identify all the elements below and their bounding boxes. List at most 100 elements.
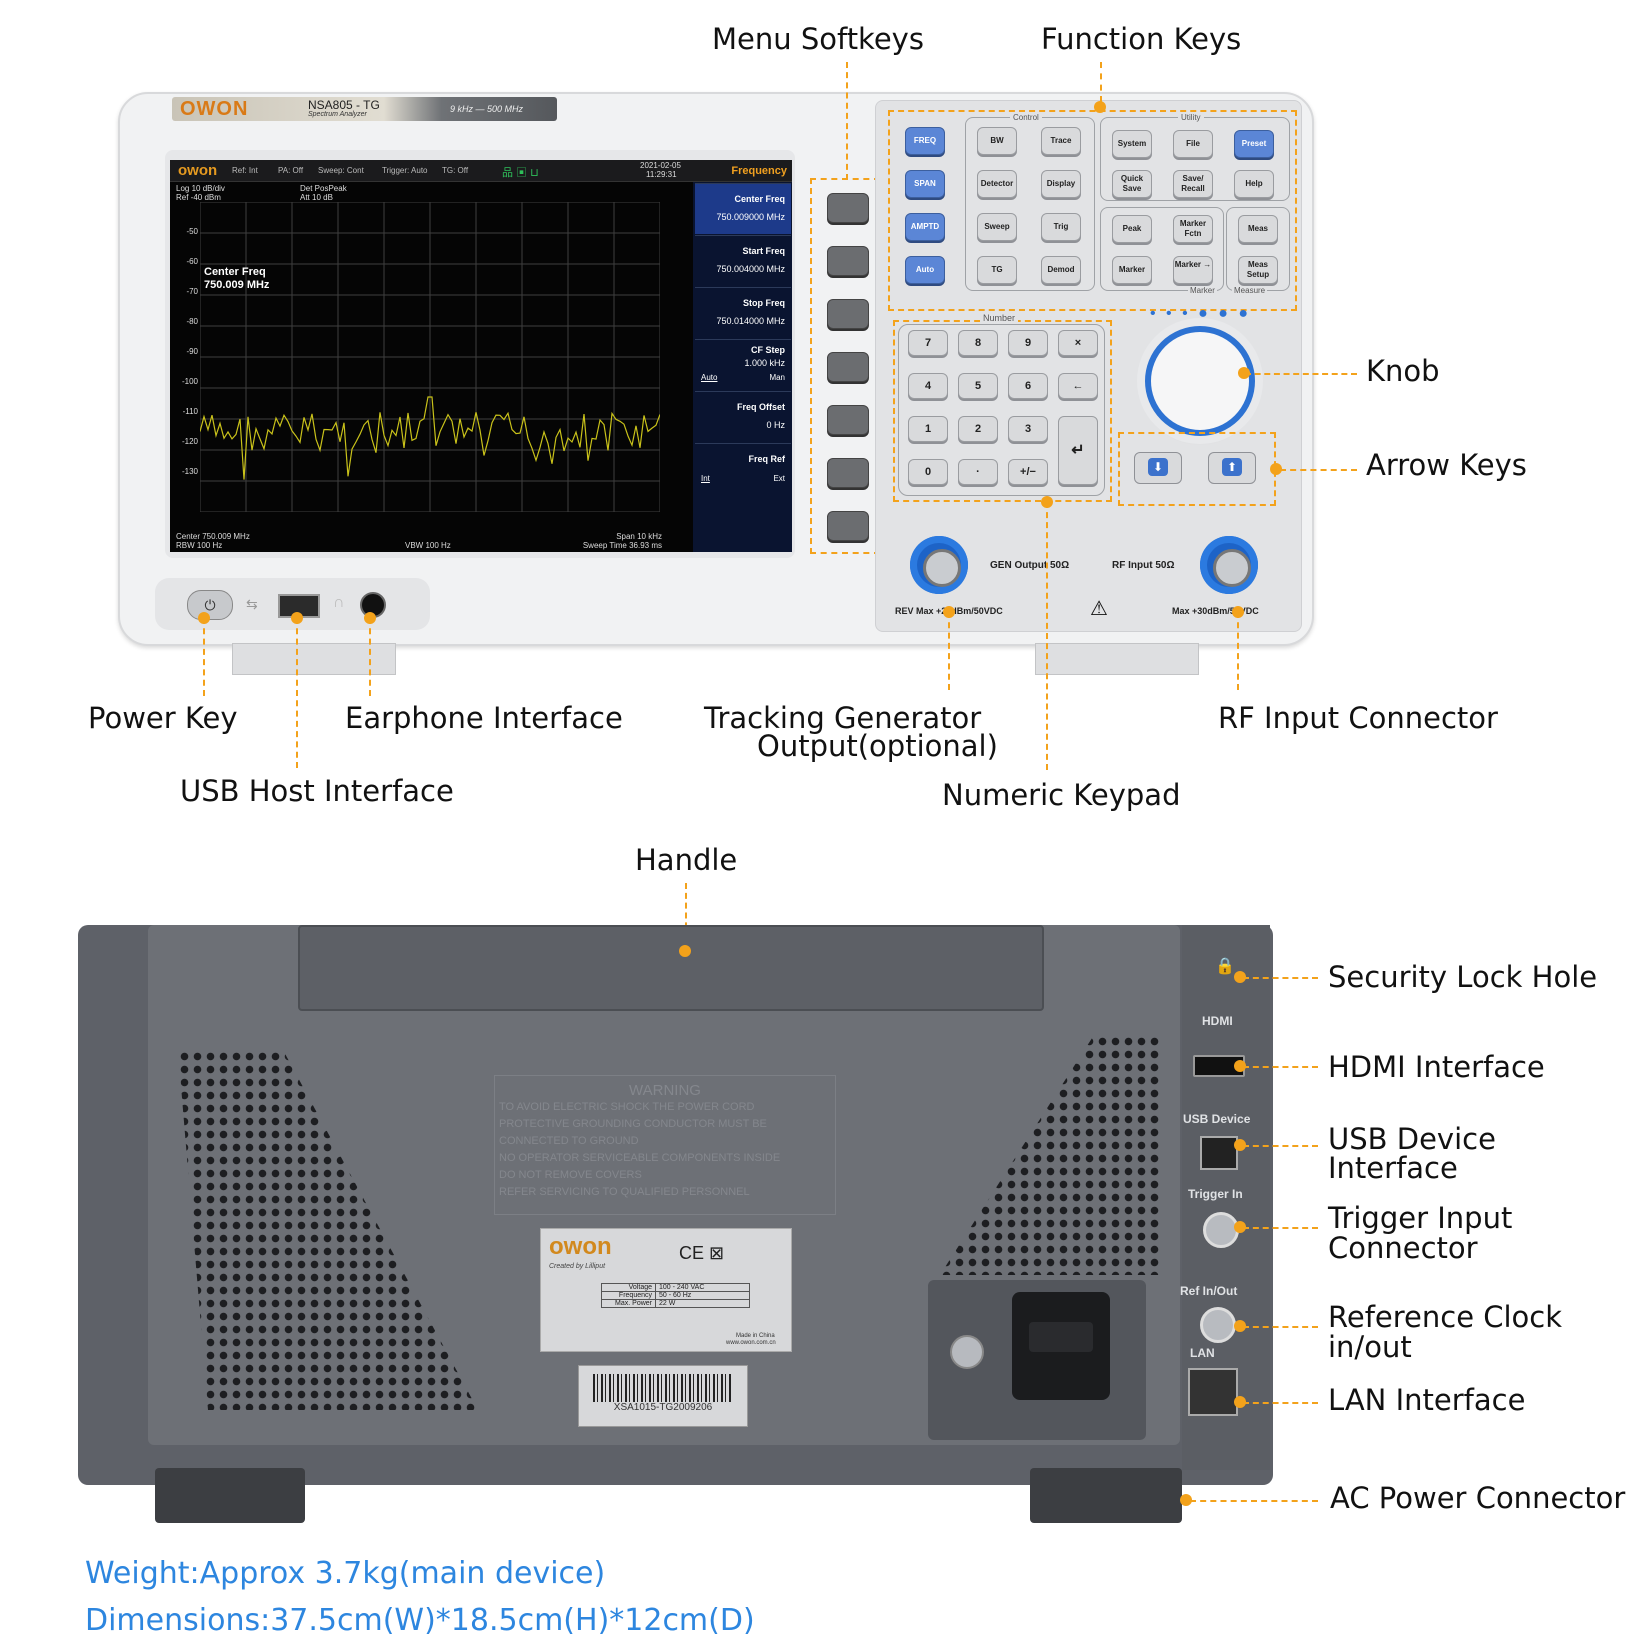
leader-menu-softkeys bbox=[846, 62, 848, 180]
demod-key[interactable]: Demod bbox=[1041, 256, 1081, 284]
key-5[interactable]: 5 bbox=[958, 373, 998, 399]
trig-key[interactable]: Trig bbox=[1041, 213, 1081, 241]
rf-input-connector[interactable] bbox=[1200, 536, 1258, 594]
soft-menu-cf-step[interactable]: CF Step 1.000 kHz Auto Man bbox=[695, 339, 791, 390]
soft-menu-opt-ext: Ext bbox=[773, 474, 785, 483]
key-3[interactable]: 3 bbox=[1008, 416, 1048, 442]
softkeys-highlight bbox=[810, 178, 880, 554]
ground-screw bbox=[950, 1335, 984, 1369]
arrow-up-key[interactable]: ⬆ bbox=[1208, 452, 1256, 484]
brand-logo: OWON bbox=[180, 98, 249, 120]
key-6[interactable]: 6 bbox=[1008, 373, 1048, 399]
arrow-up-icon: ⬆ bbox=[1222, 458, 1242, 476]
marker-fctn-key[interactable]: Marker Fctn bbox=[1173, 215, 1213, 243]
handle[interactable] bbox=[298, 925, 1044, 1011]
frequency-range: 9 kHz — 500 MHz bbox=[450, 104, 524, 114]
amptd-key[interactable]: AMPTD bbox=[905, 213, 945, 241]
status-trigger: Trigger: Auto bbox=[382, 166, 428, 175]
preset-key[interactable]: Preset bbox=[1234, 130, 1274, 158]
key-0[interactable]: 0 bbox=[908, 459, 948, 485]
key-clear[interactable]: × bbox=[1058, 330, 1098, 356]
soft-menu-center-freq[interactable]: Center Freq 750.009000 MHz bbox=[695, 183, 791, 234]
y-tick-label: -90 bbox=[186, 347, 198, 356]
peak-key[interactable]: Peak bbox=[1112, 215, 1152, 243]
key-backspace[interactable]: ← bbox=[1058, 373, 1098, 399]
key-4[interactable]: 4 bbox=[908, 373, 948, 399]
rf-input-label: RF Input 50Ω bbox=[1112, 560, 1175, 571]
key-9[interactable]: 9 bbox=[1008, 330, 1048, 356]
quick-save-key[interactable]: Quick Save bbox=[1112, 170, 1152, 198]
hdmi-label: HDMI bbox=[1202, 1014, 1233, 1028]
key-7[interactable]: 7 bbox=[908, 330, 948, 356]
ref-in-out-connector[interactable] bbox=[1200, 1307, 1236, 1343]
softkey-6[interactable] bbox=[827, 458, 869, 488]
marker-key[interactable]: Marker bbox=[1112, 256, 1152, 284]
lan-port[interactable] bbox=[1188, 1368, 1238, 1416]
key-enter[interactable]: ↵ bbox=[1058, 416, 1098, 485]
leader-tracking bbox=[948, 612, 950, 690]
soft-menu-opt-int: Int bbox=[701, 474, 710, 483]
meas-key[interactable]: Meas bbox=[1238, 215, 1278, 243]
key-decimal[interactable]: · bbox=[958, 459, 998, 485]
key-plus-minus[interactable]: +/− bbox=[1008, 459, 1048, 485]
usb-symbol-icon: ⇆ bbox=[246, 596, 258, 612]
label-brand: owon bbox=[549, 1233, 612, 1260]
freq-key[interactable]: FREQ bbox=[905, 127, 945, 155]
key-2[interactable]: 2 bbox=[958, 416, 998, 442]
security-lock-icon[interactable]: 🔒 bbox=[1215, 958, 1235, 975]
softkey-1[interactable] bbox=[827, 193, 869, 223]
detector-key[interactable]: Detector bbox=[977, 170, 1017, 198]
softkey-7[interactable] bbox=[827, 511, 869, 541]
soft-menu-opt-man: Man bbox=[769, 373, 785, 382]
leader-power-key bbox=[203, 618, 205, 696]
power-key[interactable]: ⏻ bbox=[187, 590, 233, 620]
system-key[interactable]: System bbox=[1112, 130, 1152, 158]
trigger-in-connector[interactable] bbox=[1203, 1212, 1239, 1248]
softkey-4[interactable] bbox=[827, 352, 869, 382]
usb-device-port[interactable] bbox=[1200, 1136, 1238, 1170]
knob[interactable] bbox=[1145, 326, 1255, 436]
key-1[interactable]: 1 bbox=[908, 416, 948, 442]
save-recall-key[interactable]: Save/ Recall bbox=[1173, 170, 1213, 198]
front-foot-right bbox=[1035, 643, 1199, 675]
arrow-down-key[interactable]: ⬇ bbox=[1134, 452, 1182, 484]
span-key[interactable]: SPAN bbox=[905, 170, 945, 198]
key-8[interactable]: 8 bbox=[958, 330, 998, 356]
soft-menu-title: CF Step bbox=[750, 345, 785, 355]
leader-dot bbox=[1234, 1060, 1246, 1072]
auto-key[interactable]: Auto bbox=[905, 256, 945, 284]
leader-lan bbox=[1243, 1402, 1318, 1404]
display-key[interactable]: Display bbox=[1041, 170, 1081, 198]
function-keys-highlight bbox=[888, 110, 1297, 311]
help-key[interactable]: Help bbox=[1234, 170, 1274, 198]
softkey-3[interactable] bbox=[827, 299, 869, 329]
gen-output-connector[interactable] bbox=[910, 536, 968, 594]
soft-menu-freq-ref[interactable]: Freq Ref Int Ext bbox=[695, 443, 791, 494]
marker-arrow-key[interactable]: Marker → bbox=[1173, 256, 1213, 284]
spec-value: 50 - 60 Hz bbox=[659, 1292, 692, 1299]
callout-arrow-keys: Arrow Keys bbox=[1366, 448, 1527, 482]
soft-menu-stop-freq[interactable]: Stop Freq 750.014000 MHz bbox=[695, 287, 791, 338]
softkey-2[interactable] bbox=[827, 246, 869, 276]
soft-menu-title: Freq Ref bbox=[748, 454, 785, 464]
model-subtitle: Spectrum Analyzer bbox=[308, 111, 367, 118]
bw-key[interactable]: BW bbox=[977, 127, 1017, 155]
callout-earphone: Earphone Interface bbox=[345, 701, 623, 735]
power-icon: ⏻ bbox=[204, 597, 216, 613]
tg-key[interactable]: TG bbox=[977, 256, 1017, 284]
soft-menu-freq-offset[interactable]: Freq Offset 0 Hz bbox=[695, 391, 791, 442]
spectrum-grid bbox=[200, 202, 660, 512]
ac-power-socket[interactable] bbox=[1012, 1292, 1110, 1400]
trace-key[interactable]: Trace bbox=[1041, 127, 1081, 155]
file-key[interactable]: File bbox=[1173, 130, 1213, 158]
sweep-key[interactable]: Sweep bbox=[977, 213, 1017, 241]
soft-menu-value: 0 Hz bbox=[766, 420, 785, 430]
soft-menu-start-freq[interactable]: Start Freq 750.004000 MHz bbox=[695, 235, 791, 286]
callout-handle: Handle bbox=[635, 843, 738, 877]
bottom-vbw: VBW 100 Hz bbox=[405, 541, 451, 550]
soft-menu-value: 750.014000 MHz bbox=[716, 316, 785, 326]
info-attenuation: Att 10 dB bbox=[300, 193, 333, 202]
softkey-5[interactable] bbox=[827, 405, 869, 435]
meas-setup-key[interactable]: Meas Setup bbox=[1238, 256, 1278, 284]
